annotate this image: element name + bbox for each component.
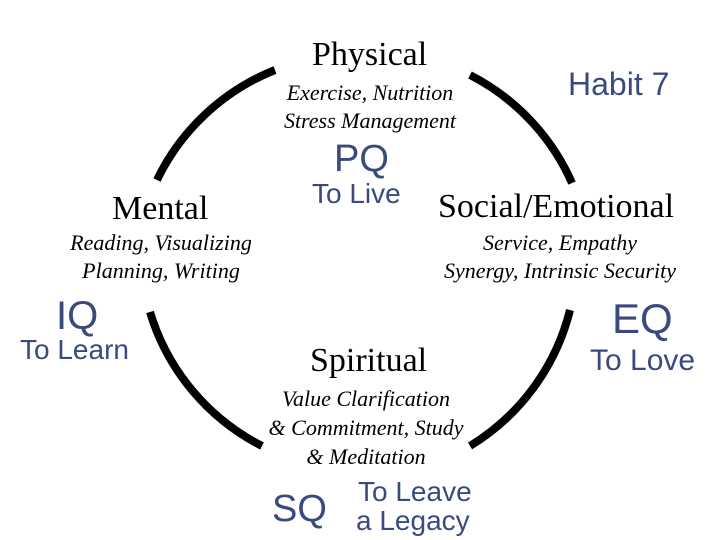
mental-title: Mental — [112, 190, 209, 227]
social-title: Social/Emotional — [438, 188, 675, 225]
physical-desc-line2: Stress Management — [283, 108, 457, 133]
ring-arc-bottom-left — [146, 310, 264, 450]
mental-desc-line2: Planning, Writing — [82, 258, 240, 283]
spiritual-desc-line3: & Meditation — [306, 444, 426, 469]
ring-arc-top-right — [468, 71, 576, 185]
ring-arc-top-left — [153, 66, 277, 182]
slide-label: Habit 7 — [568, 66, 670, 102]
spiritual-purpose-line1: To Leave — [358, 476, 472, 507]
physical-title: Physical — [312, 36, 428, 73]
social-desc-line1: Service, Empathy — [483, 230, 637, 255]
spiritual-desc-line2: & Commitment, Study — [268, 415, 464, 440]
spiritual-desc-line1: Value Clarification — [281, 386, 451, 411]
social-desc-line2: Synergy, Intrinsic Security — [444, 258, 676, 283]
social-purpose: To Love — [590, 344, 696, 377]
physical-purpose: To Live — [312, 178, 401, 209]
physical-quotient: PQ — [334, 138, 389, 180]
mental-purpose: To Learn — [20, 334, 129, 365]
spiritual-purpose-line2: a Legacy — [356, 505, 470, 536]
spiritual-quotient: SQ — [272, 488, 327, 530]
ring-arc-bottom-right — [467, 309, 574, 450]
physical-desc-line1: Exercise, Nutrition — [286, 80, 454, 105]
mental-desc-line1: Reading, Visualizing — [70, 230, 252, 255]
social-quotient: EQ — [612, 295, 673, 342]
spiritual-title: Spiritual — [310, 342, 428, 379]
mental-quotient: IQ — [56, 294, 99, 338]
